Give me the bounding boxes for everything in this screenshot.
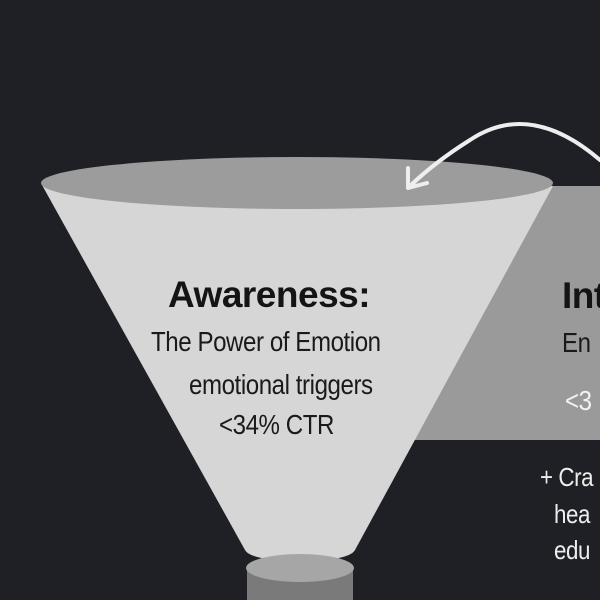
- next-stage-title: Int: [562, 275, 600, 316]
- next-stage-subtitle: En: [562, 327, 591, 358]
- bullet-item: hea: [554, 499, 591, 529]
- bullet-item: edu: [554, 535, 591, 565]
- curved-arrow-icon: [406, 122, 600, 190]
- funnel-neck-top: [246, 554, 354, 582]
- stage-line-headline: The Power of Emotion: [151, 326, 381, 357]
- next-stage-metric: <3: [565, 385, 592, 416]
- stage-title: Awareness:: [168, 274, 371, 315]
- funnel-rim: [41, 157, 553, 209]
- funnel-body: [42, 185, 553, 562]
- stage-line-triggers: emotional triggers: [189, 369, 373, 400]
- bullet-item: + Cra: [540, 462, 594, 492]
- next-stage-panel: [400, 186, 600, 440]
- stage-line-ctr: <34% CTR: [219, 409, 334, 440]
